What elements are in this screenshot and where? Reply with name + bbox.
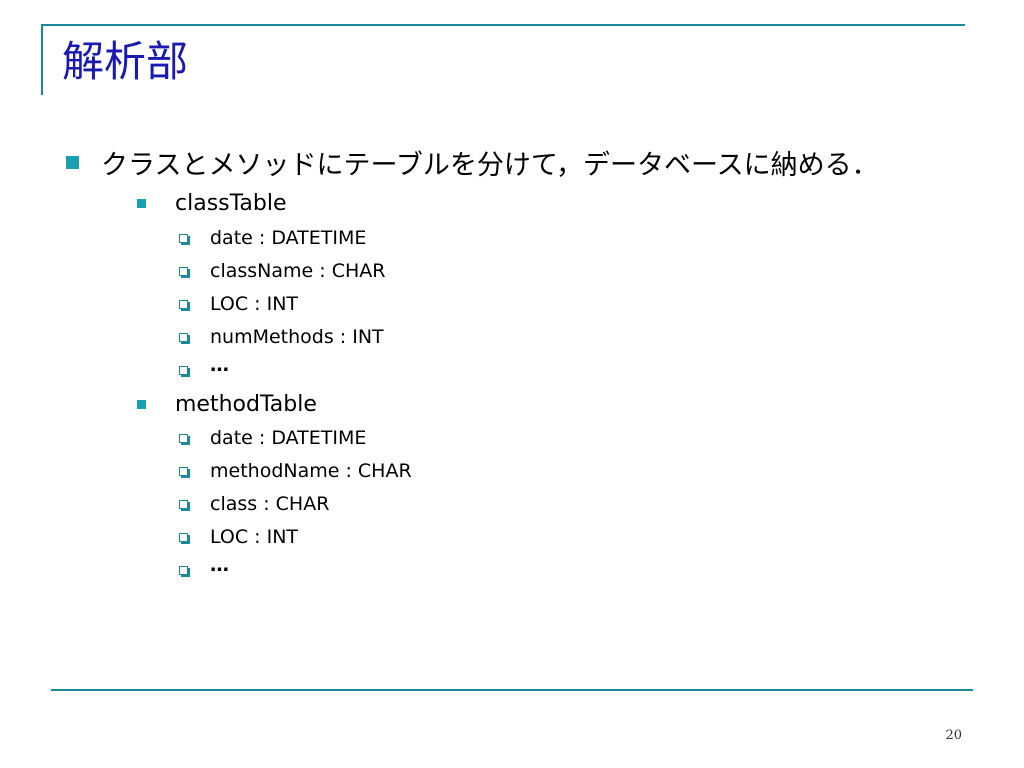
table-bullet-methodtable: methodTable [137,389,317,419]
box-bullet-icon [179,499,188,509]
square-bullet-icon [137,198,146,208]
field-item: date : DATETIME [179,224,366,252]
field-item-ellipsis: … [179,354,231,384]
box-bullet-icon [179,565,188,575]
field-item: methodName : CHAR [179,457,412,485]
box-bullet-icon [179,532,188,542]
main-bullet: クラスとメソッドにテーブルを分けて，データベースに納める． [66,142,879,182]
main-bullet-text: クラスとメソッドにテーブルを分けて，データベースに納める． [101,149,879,181]
box-bullet-icon [179,365,188,375]
box-bullet-icon [179,233,188,243]
table-bullet-classtable: classTable [137,188,287,218]
table-name: methodTable [175,391,317,417]
ellipsis-text: … [210,554,231,576]
field-text: date : DATETIME [210,227,367,249]
field-item: class : CHAR [179,490,329,518]
field-item: LOC : INT [179,290,298,318]
box-bullet-icon [179,466,188,476]
field-item: numMethods : INT [179,323,384,351]
slide-title: 解析部 [62,37,189,86]
field-text: LOC : INT [210,293,299,315]
field-text: LOC : INT [210,526,299,548]
field-item: date : DATETIME [179,424,366,452]
table-name: classTable [175,190,287,216]
field-text: methodName : CHAR [210,460,412,482]
field-text: class : CHAR [210,493,330,515]
field-item-ellipsis: … [179,554,231,584]
box-bullet-icon [179,332,188,342]
ellipsis-text: … [210,354,231,376]
field-text: numMethods : INT [210,326,384,348]
title-vertical-rule [41,24,43,95]
box-bullet-icon [179,433,188,443]
field-item: LOC : INT [179,523,298,551]
box-bullet-icon [179,266,188,276]
page-number: 20 [945,728,962,743]
box-bullet-icon [179,299,188,309]
field-text: className : CHAR [210,260,386,282]
square-bullet-icon [137,399,146,409]
field-text: date : DATETIME [210,427,367,449]
top-rule [41,24,965,26]
bottom-rule [51,689,973,691]
square-bullet-icon [66,155,79,169]
field-item: className : CHAR [179,257,385,285]
